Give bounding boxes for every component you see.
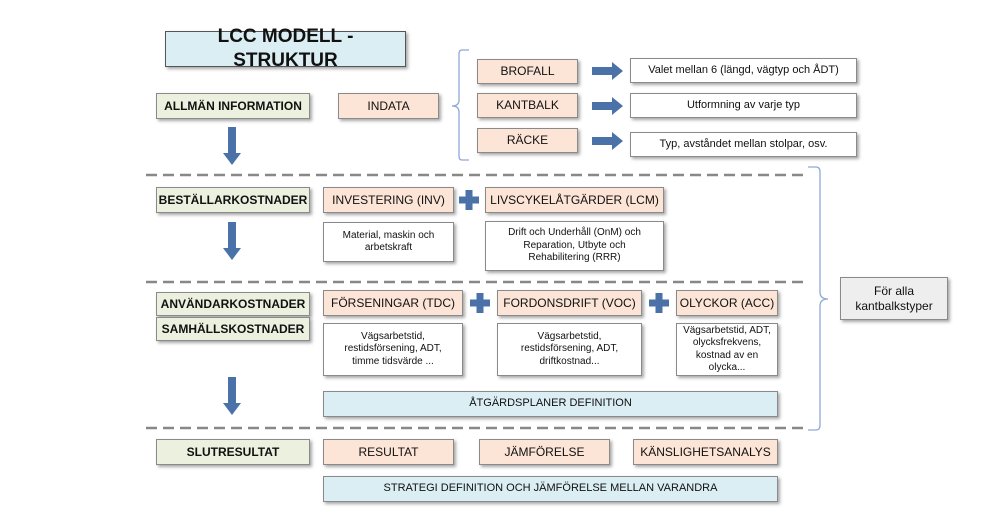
client-costs-label: BESTÄLLARKOSTNADER bbox=[156, 187, 310, 213]
accidents-description: Vägsarbetstid, ADT, olycksfrekvens, kost… bbox=[676, 323, 778, 376]
life-cycle-actions-box: LIVSCYKELÅTGÄRDER (LCM) bbox=[485, 187, 664, 213]
investment-description: Material, maskin och arbetskraft bbox=[323, 222, 454, 262]
section-brace bbox=[808, 166, 829, 431]
right-arrow-icon bbox=[592, 132, 623, 150]
diagram-title: LCC MODELL - STRUKTUR bbox=[165, 26, 406, 71]
delays-description: Vägsarbetstid, restidsförsening, ADT, ti… bbox=[323, 323, 463, 376]
input-brace bbox=[451, 49, 469, 161]
action-plans-definition-box: ÅTGÄRDSPLANER DEFINITION bbox=[323, 391, 778, 417]
input-data-box: INDATA bbox=[338, 93, 439, 119]
comparison-box: JÄMFÖRELSE bbox=[479, 439, 610, 465]
side-note-box: För alla kantbalkstyper bbox=[840, 277, 948, 320]
strategy-definition-box: STRATEGI DEFINITION OCH JÄMFÖRELSE MELLA… bbox=[323, 476, 778, 502]
plus-icon bbox=[459, 190, 479, 210]
general-information-label: ALLMÄN INFORMATION bbox=[156, 93, 310, 119]
down-arrow-icon bbox=[223, 377, 241, 415]
sensitivity-analysis-box: KÄNSLIGHETSANALYS bbox=[633, 439, 778, 465]
bridge-type-box: BROFALL bbox=[477, 59, 578, 84]
right-arrow-icon bbox=[592, 97, 623, 115]
investment-box: INVESTERING (INV) bbox=[323, 187, 454, 213]
bridge-type-description: Valet mellan 6 (längd, vägtyp och ÅDT) bbox=[630, 58, 857, 83]
vehicle-operation-description: Vägsarbetstid, restidsförsening, ADT, dr… bbox=[497, 323, 642, 376]
result-box: RESULTAT bbox=[323, 439, 454, 465]
life-cycle-actions-description: Drift och Underhåll (OnM) och Reparation… bbox=[485, 221, 664, 271]
accidents-box: OLYCKOR (ACC) bbox=[676, 290, 778, 316]
railing-description: Typ, avståndet mellan stolpar, osv. bbox=[630, 132, 857, 157]
vehicle-operation-box: FORDONSDRIFT (VOC) bbox=[497, 290, 642, 316]
down-arrow-icon bbox=[223, 222, 241, 260]
delays-box: FÖRSENINGAR (TDC) bbox=[323, 290, 463, 316]
user-costs-label: ANVÄNDARKOSTNADER bbox=[156, 292, 310, 316]
society-costs-label: SAMHÄLLSKOSTNADER bbox=[156, 317, 310, 341]
edge-beam-box: KANTBALK bbox=[477, 93, 578, 118]
railing-box: RÄCKE bbox=[477, 128, 578, 153]
final-result-label: SLUTRESULTAT bbox=[156, 439, 310, 465]
right-arrow-icon bbox=[592, 62, 623, 80]
edge-beam-description: Utformning av varje typ bbox=[630, 93, 857, 118]
plus-icon bbox=[470, 293, 490, 313]
down-arrow-icon bbox=[223, 127, 241, 165]
plus-icon bbox=[649, 293, 669, 313]
